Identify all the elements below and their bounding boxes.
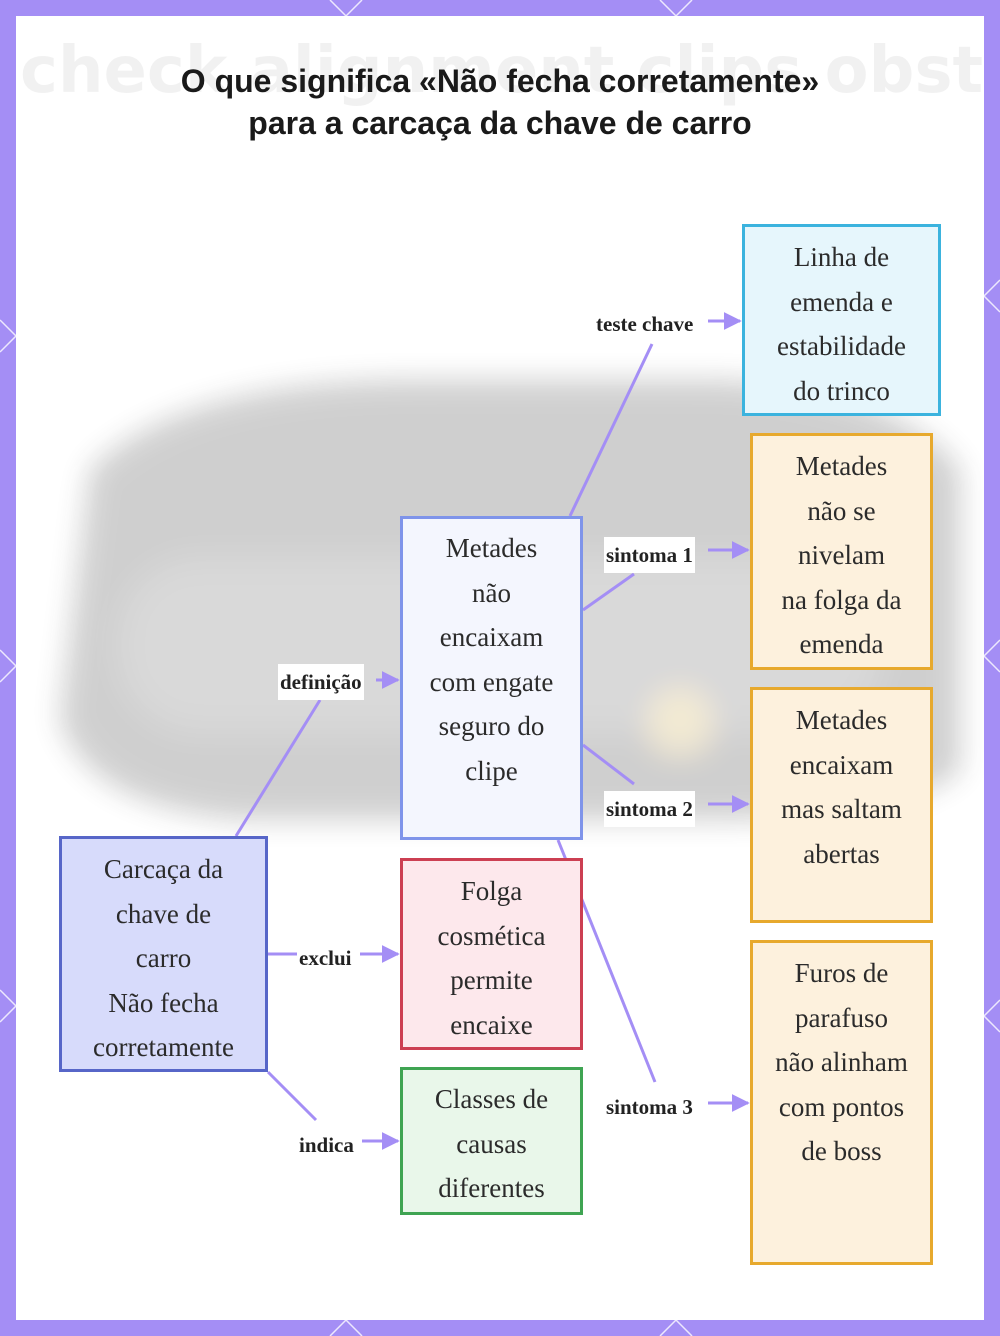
page-title: O que significa «Não fecha corretamente»… <box>180 63 820 141</box>
node-symptom-3: Furos de parafuso não alinham com pontos… <box>750 940 933 1265</box>
edge-root-definition <box>234 680 398 837</box>
node-line: com engate <box>429 666 554 697</box>
node-symptom-3-text: Furos de parafuso não alinham com pontos… <box>775 951 908 1174</box>
node-line: Não fecha <box>108 987 219 1018</box>
node-line: não <box>472 577 511 608</box>
node-indicate-text: Classes de causas diferentes <box>435 1077 548 1211</box>
node-line: Classes de <box>434 1084 549 1114</box>
node-line: carro <box>135 943 192 973</box>
node-exclude-text: Folga cosmética permite encaixe <box>438 869 546 1047</box>
node-line: mas saltam <box>781 794 902 824</box>
node-symptom-1: Metades não se nivelam na folga da emend… <box>750 433 933 670</box>
node-line: Folga <box>460 876 523 906</box>
node-line: emenda <box>799 629 884 659</box>
node-root: Carcaça da chave de carro Não fecha corr… <box>59 836 268 1072</box>
node-line: parafuso <box>795 1002 888 1033</box>
node-line: de boss <box>801 1136 882 1166</box>
node-line: encaixam <box>789 749 894 780</box>
node-line: diferentes <box>438 1173 545 1203</box>
node-line: permite <box>450 965 533 995</box>
node-line: na folga da <box>781 584 902 615</box>
node-indicate: Classes de causas diferentes <box>400 1067 583 1215</box>
node-line: clipe <box>465 755 518 786</box>
node-line: não alinham <box>775 1047 908 1077</box>
node-root-text: Carcaça da chave de carro Não fecha corr… <box>93 847 234 1070</box>
edge-label-test: teste chave <box>594 306 696 342</box>
edge-definition-test <box>568 321 740 517</box>
node-line: cosmética <box>437 920 546 951</box>
node-line: abertas <box>803 838 880 869</box>
node-test-text: Linha de emenda e estabilidade do trinco <box>777 235 906 413</box>
node-exclude: Folga cosmética permite encaixe <box>400 858 583 1050</box>
edge-definition-symptom3 <box>556 839 748 1103</box>
node-symptom-1-text: Metades não se nivelam na folga da emend… <box>782 444 902 667</box>
edge-label-indicate: indica <box>297 1127 356 1163</box>
node-line: chave de <box>115 898 212 929</box>
node-line: Linha de <box>793 242 890 272</box>
node-line: causas <box>456 1128 527 1159</box>
node-line: Furos de <box>794 958 889 988</box>
node-line: Metades <box>445 533 538 563</box>
edge-label-symptom-1: sintoma 1 <box>604 537 695 573</box>
edge-label-symptom-3: sintoma 3 <box>604 1089 695 1125</box>
edge-label-definition: definição <box>278 664 364 700</box>
node-definition: Metades não encaixam com engate seguro d… <box>400 516 583 840</box>
node-line: Metades <box>795 451 888 481</box>
node-line: Metades <box>795 705 888 735</box>
node-line: emenda e <box>790 286 893 317</box>
node-line: corretamente <box>93 1032 234 1062</box>
node-line: estabilidade <box>777 331 906 361</box>
node-line: do trinco <box>793 375 890 406</box>
node-line: Carcaça da <box>103 854 224 884</box>
edge-label-symptom-2: sintoma 2 <box>604 791 695 827</box>
node-definition-text: Metades não encaixam com engate seguro d… <box>430 526 554 793</box>
node-symptom-2: Metades encaixam mas saltam abertas <box>750 687 933 923</box>
node-line: encaixe <box>450 1009 533 1040</box>
edge-label-exclude: exclui <box>297 940 354 976</box>
node-line: nivelam <box>798 540 885 570</box>
node-symptom-2-text: Metades encaixam mas saltam abertas <box>781 698 902 876</box>
node-line: com pontos <box>778 1091 905 1122</box>
node-test: Linha de emenda e estabilidade do trinco <box>742 224 941 416</box>
node-line: seguro do <box>438 711 545 741</box>
node-line: não se <box>807 495 876 526</box>
node-line: encaixam <box>439 622 544 652</box>
